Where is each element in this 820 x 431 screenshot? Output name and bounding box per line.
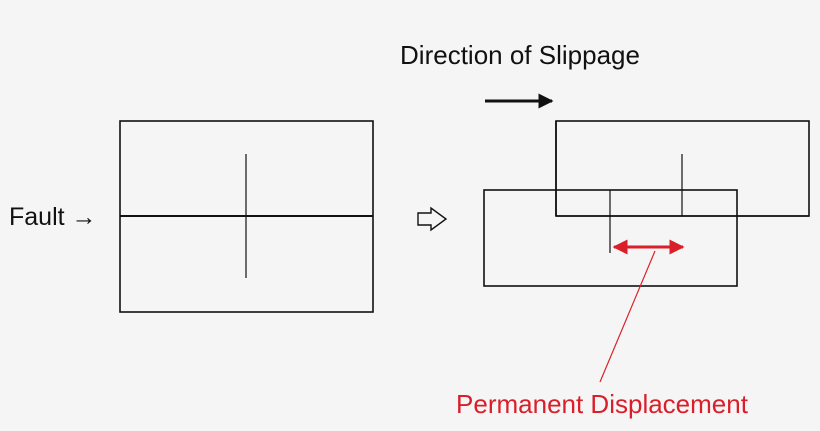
permanent-displacement-label: Permanent Displacement <box>456 389 749 419</box>
after-blocks <box>483 120 810 287</box>
before-block <box>119 120 374 313</box>
displacement-leader-line <box>599 250 656 383</box>
direction-of-slippage-label: Direction of Slippage <box>400 40 640 70</box>
outline-right-arrow-icon <box>417 206 448 232</box>
fault-label: Fault → <box>9 203 97 231</box>
